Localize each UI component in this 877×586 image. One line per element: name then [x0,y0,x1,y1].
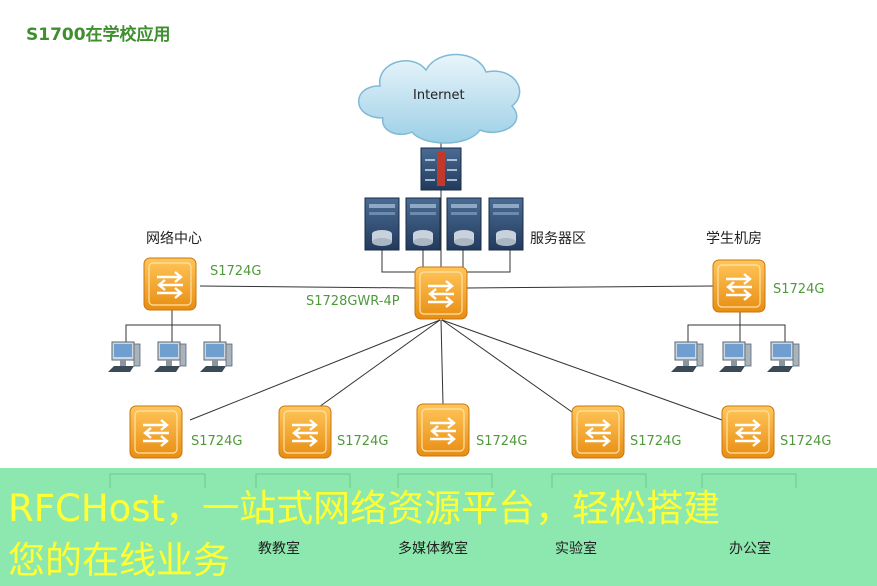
internet-cloud [357,53,521,144]
zone-label: 多媒体教室 [398,541,468,557]
branch-switch-label: S1724G [337,434,389,449]
branch-switch-icon [570,404,626,460]
pc-icon [670,341,704,373]
server-icon [364,197,400,251]
connection-lines [125,138,786,421]
branch-switch-icon [720,404,776,460]
branch-switch-icon [415,402,471,458]
zone-label: 实验室 [555,541,597,557]
network-center-switch-icon [142,256,198,312]
branch-switch-label: S1724G [630,434,682,449]
server-icon [488,197,524,251]
pc-icon [107,341,141,373]
pc-icon [766,341,800,373]
student-lab-switch-label: S1724G [773,282,825,297]
student-lab-label: 学生机房 [706,231,762,247]
core-switch-label: S1728GWR-4P [306,294,400,309]
server-icon [405,197,441,251]
server-area-label: 服务器区 [530,231,586,247]
branch-switch-label: S1724G [476,434,528,449]
page-title: S1700在学校应用 [26,25,171,45]
branch-switch-label: S1724G [191,434,243,449]
internet-label: Internet [413,88,465,103]
watermark-banner [0,468,877,586]
pc-icon [153,341,187,373]
network-center-label: 网络中心 [146,231,202,247]
watermark-line-2: 您的在线业务 [8,539,230,582]
branch-switch-icon [128,404,184,460]
core-switch-icon [413,265,469,321]
server-icon [446,197,482,251]
pc-icon [718,341,752,373]
firewall-icon [420,147,462,191]
student-lab-switch-icon [711,258,767,314]
zone-label: 办公室 [729,541,771,557]
branch-switch-label: S1724G [780,434,832,449]
watermark-line-1: RFCHost，一站式网络资源平台，轻松搭建 [8,487,721,530]
zone-label: 教教室 [258,541,300,557]
network-center-switch-label: S1724G [210,264,262,279]
pc-icon [199,341,233,373]
branch-switch-icon [277,404,333,460]
